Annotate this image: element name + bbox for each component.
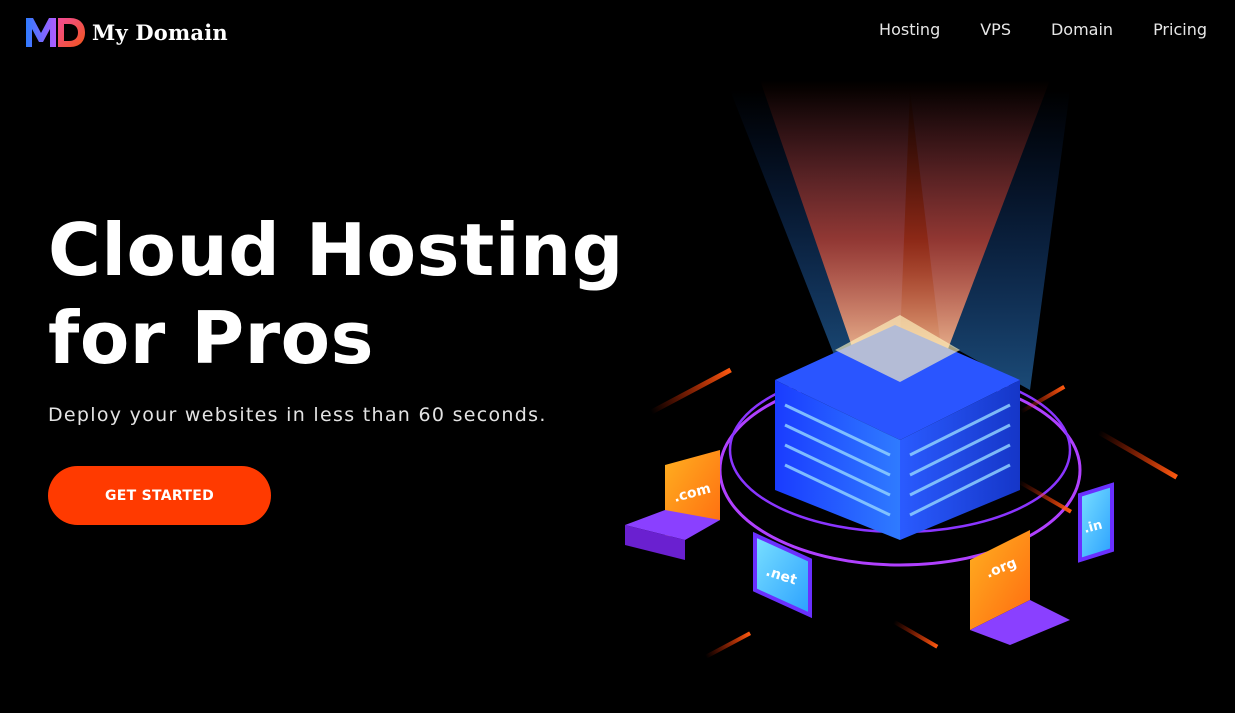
brand-logo[interactable]: My Domain — [24, 14, 228, 50]
hero-subtitle: Deploy your websites in less than 60 sec… — [48, 404, 547, 426]
tablet-net: .net — [753, 531, 812, 619]
nav-domain[interactable]: Domain — [1050, 20, 1114, 39]
nav-hosting[interactable]: Hosting — [879, 20, 941, 39]
light-streak — [1017, 480, 1072, 514]
get-started-button[interactable]: GET STARTED — [48, 466, 271, 525]
hero-title-line-1: Cloud Hosting — [48, 208, 624, 292]
md-logo-icon — [26, 18, 85, 47]
laptop-org: .org — [970, 530, 1070, 645]
light-streak — [1097, 430, 1178, 480]
cloud-server-illustration: .com .net .org .in — [625, 80, 1178, 659]
light-streak — [1020, 384, 1066, 414]
nav-vps[interactable]: VPS — [980, 20, 1011, 39]
light-streak — [893, 620, 939, 649]
label-in: .in — [1082, 518, 1104, 537]
hero-title-line-2: for Pros — [48, 296, 374, 380]
phone-in: .in — [1078, 482, 1114, 563]
nav-pricing[interactable]: Pricing — [1153, 20, 1207, 39]
light-beam-center — [760, 80, 1050, 370]
site-header: My Domain Hosting VPS Domain Pricing — [0, 0, 1235, 64]
laptop-com: .com — [625, 450, 720, 560]
hero-title: Cloud Hosting for Pros — [48, 206, 624, 382]
server-stack — [775, 315, 1020, 540]
main-nav: Hosting VPS Domain Pricing — [879, 20, 1207, 39]
light-streak — [650, 367, 732, 415]
light-streak — [705, 631, 752, 659]
brand-name: My Domain — [92, 19, 228, 45]
